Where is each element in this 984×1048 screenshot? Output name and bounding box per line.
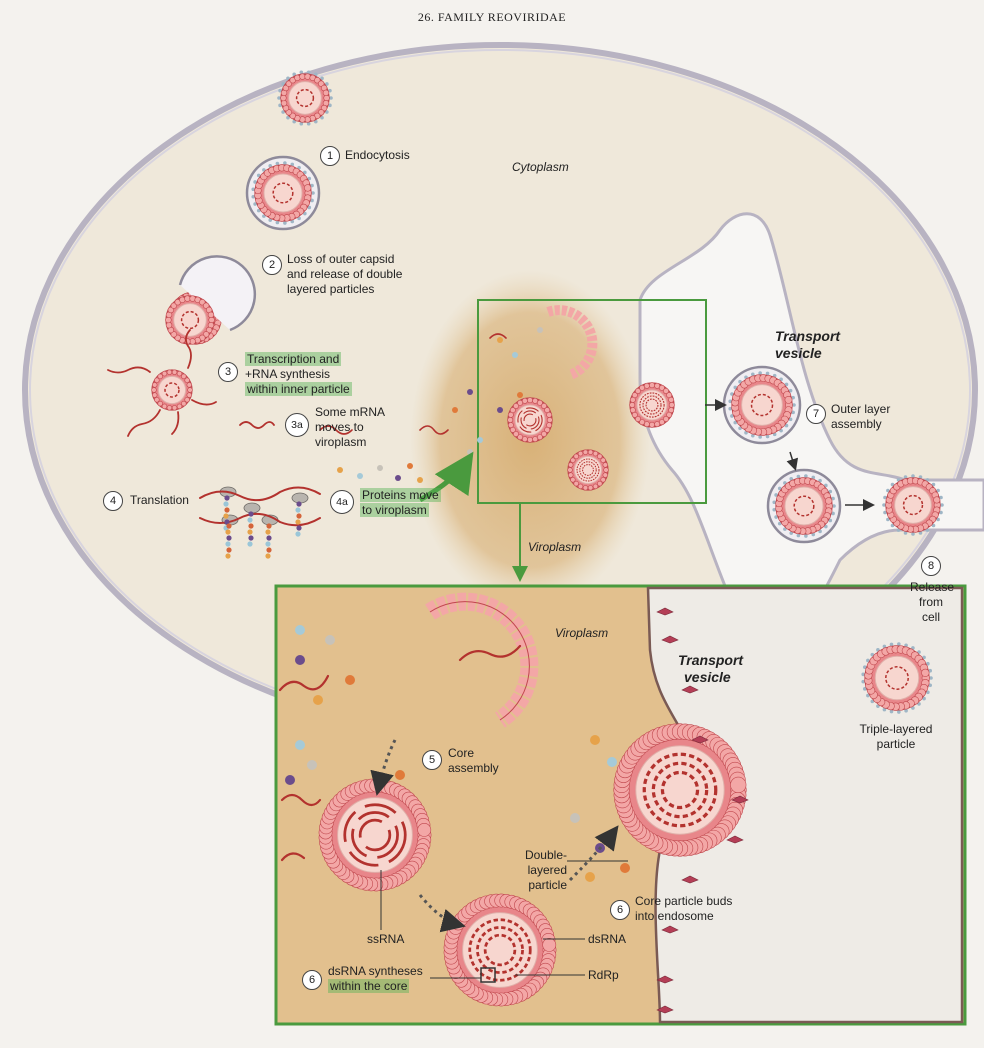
core-particle-top [508,398,553,443]
step-7-badge: 7 [806,404,826,424]
rdrp-label: RdRp [588,968,619,983]
page-header: 26. FAMILY REOVIRIDAE [0,10,984,25]
step-6-synthesis-badge: 6 [302,970,322,990]
step-4a-badge: 4a [330,490,354,514]
transport-particle [724,367,800,443]
step-3-badge: 3 [218,362,238,382]
released-virion [882,474,944,536]
step-6-bud-badge: 6 [610,900,630,920]
step-4a-label: Proteins move to viroplasm [360,488,441,518]
step-4-label: Translation [130,493,189,508]
outer-assembly-particle [768,470,840,542]
cytoplasm-label: Cytoplasm [512,160,569,175]
step-2-badge: 2 [262,255,282,275]
inset-budding-particle [614,724,747,857]
step-3a-badge: 3a [285,413,309,437]
core-particle-budding-top [630,383,675,428]
inset-ssrna-particle [319,779,431,891]
endosome-particle [247,157,319,229]
step-6-synthesis-label: dsRNA syntheses within the core [328,964,423,994]
transcribing-particle [152,370,193,410]
step-5-badge: 5 [422,750,442,770]
viroplasm-inset-label: Viroplasm [555,626,608,641]
step-1-label: Endocytosis [345,148,410,163]
inset-dsrna-particle [444,894,556,1006]
dsrna-label: dsRNA [588,932,626,947]
step-1-badge: 1 [320,146,340,166]
viroplasm-label: Viroplasm [528,540,581,555]
core-particle-top-2 [568,450,609,490]
step-8-badge: 8 [921,556,941,576]
ssrna-label: ssRNA [367,932,404,947]
step-3-label: Transcription and +RNA synthesis within … [245,352,352,397]
step-4-badge: 4 [103,491,123,511]
released-particle [166,296,215,345]
